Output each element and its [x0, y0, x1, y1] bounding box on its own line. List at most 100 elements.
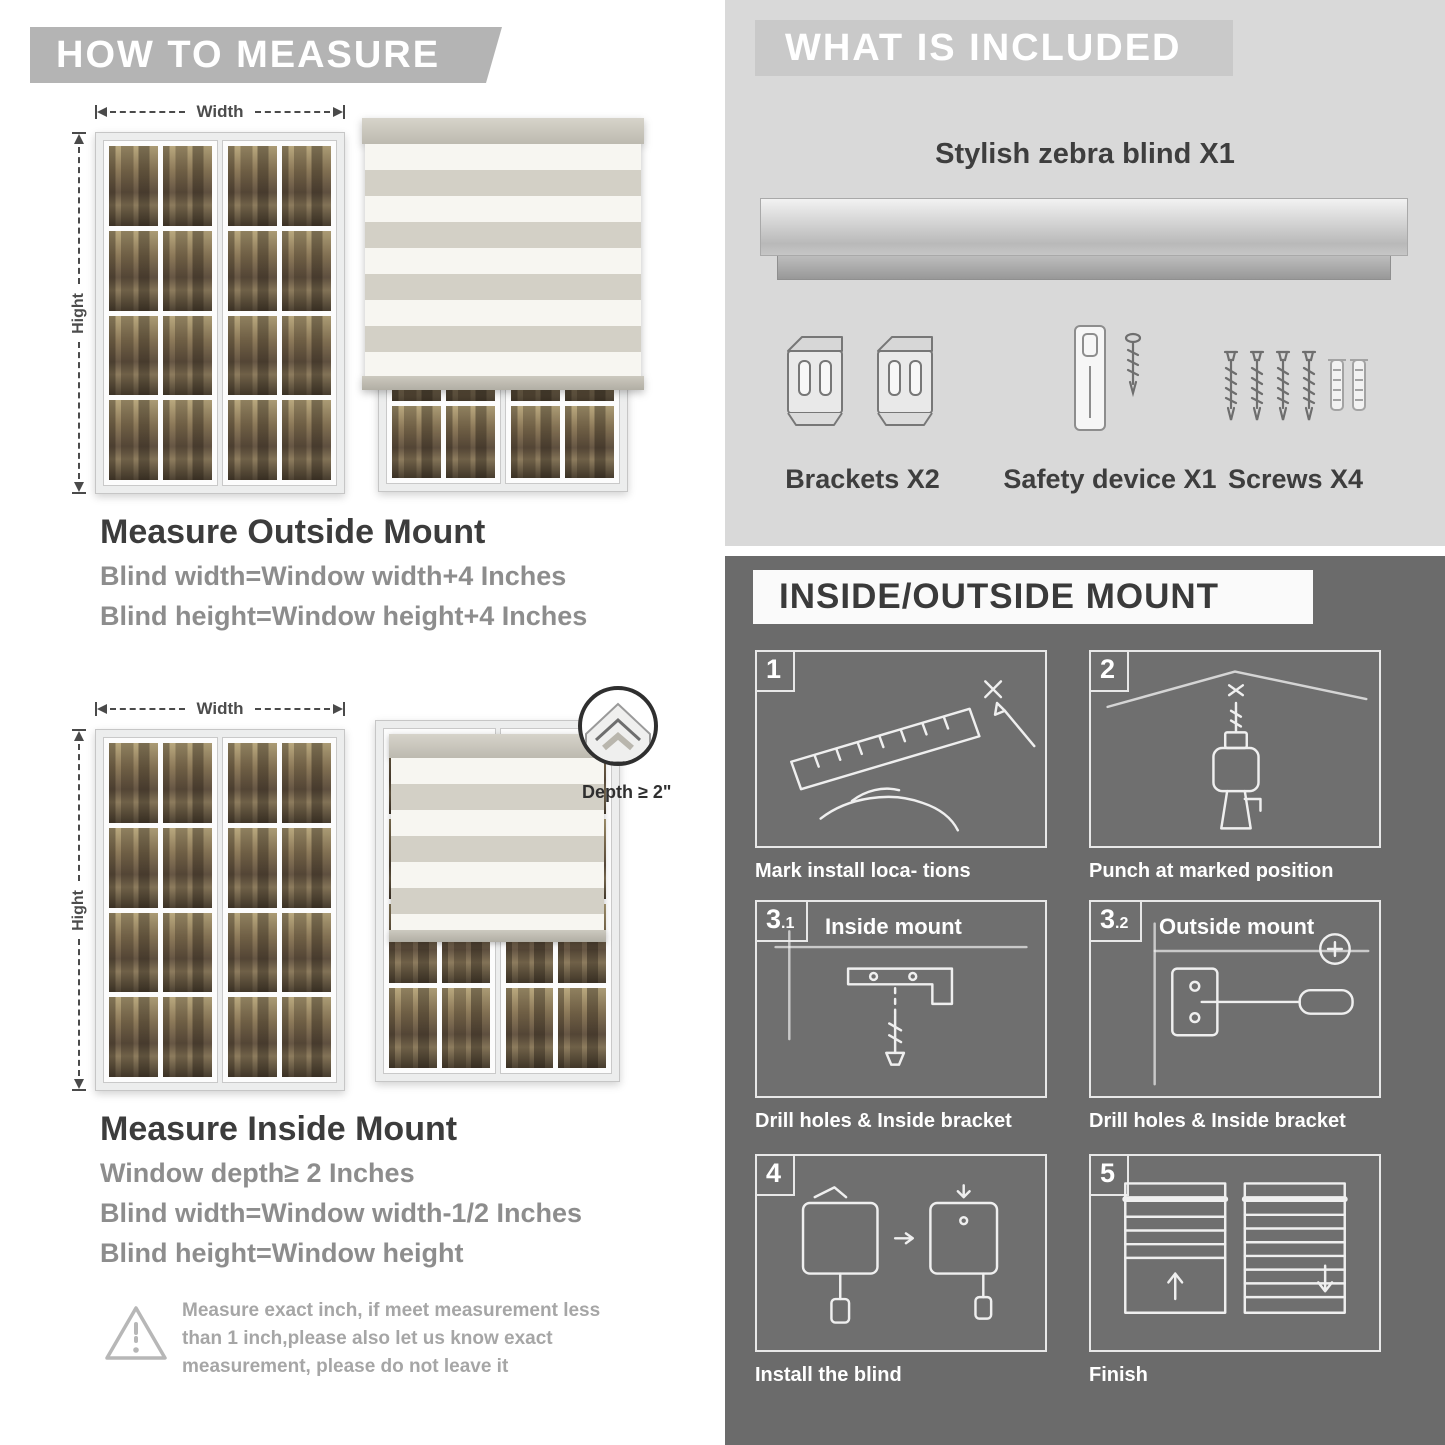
- window-pane: [282, 912, 331, 993]
- window-pane: [441, 988, 490, 1068]
- step-4-number: 4: [757, 1156, 796, 1196]
- width-label: Width: [196, 699, 244, 718]
- window-pane: [109, 743, 158, 823]
- safety-device-label: Safety device X1: [1003, 464, 1217, 494]
- step-3-1-panel: 3.1 Inside mount: [755, 900, 1047, 1098]
- outside-mount-heading: Measure Outside Mount: [100, 513, 486, 551]
- window-pane: [282, 230, 331, 311]
- step-4-panel: 4: [755, 1154, 1047, 1352]
- step-2-number: 2: [1091, 652, 1130, 692]
- brackets-label: Brackets X2: [785, 464, 940, 494]
- depth-label: Depth ≥ 2": [582, 782, 672, 802]
- mount-guide-title: INSIDE/OUTSIDE MOUNT: [779, 577, 1220, 616]
- height-label: Hight: [70, 292, 87, 334]
- inside-bracket-illustration: [774, 930, 1028, 1066]
- height-label: Hight: [70, 889, 87, 931]
- step-3-2-title: Outside mount: [1159, 914, 1315, 939]
- window-pane: [163, 400, 212, 480]
- how-to-measure-title: HOW TO MEASURE: [56, 33, 441, 76]
- step-3-1-caption: Drill holes & Inside bracket: [755, 1110, 1012, 1132]
- blind-valance: [389, 734, 606, 758]
- window-pane: [228, 230, 277, 311]
- step-3-2-panel: 3.2 Outside mount: [1089, 900, 1381, 1098]
- window-pane: [282, 400, 331, 480]
- step-1-panel: 1: [755, 650, 1047, 848]
- step-3-1-title: Inside mount: [825, 914, 962, 939]
- screws-label: Screws X4: [1227, 464, 1364, 494]
- step-2-caption: Punch at marked position: [1089, 860, 1334, 882]
- window-pane: [163, 146, 212, 226]
- zebra-stripes: [391, 758, 604, 930]
- window-pane: [228, 997, 277, 1077]
- window-pane: [109, 146, 158, 226]
- step-5-panel: 5: [1089, 1154, 1381, 1352]
- outside-mount-line-2: Blind height=Window height+4 Inches: [100, 601, 588, 631]
- inside-mount-line-3: Blind height=Window height: [100, 1238, 464, 1268]
- step-1: 1 Mark install loca- tions: [755, 650, 1047, 883]
- window-pane: [109, 912, 158, 993]
- warning-triangle-icon: [105, 1306, 167, 1360]
- inside-mount-blind-illustration: [375, 720, 620, 1082]
- window-sashes: [103, 140, 337, 486]
- measurement-warning-text: Measure exact inch, if meet measurement …: [182, 1300, 601, 1377]
- window-pane: [228, 146, 277, 226]
- window-pane: [109, 997, 158, 1077]
- what-is-included-banner: WHAT IS INCLUDED: [755, 20, 1233, 76]
- window-pane: [389, 988, 437, 1068]
- window-pane: [163, 997, 212, 1077]
- step-5-caption: Finish: [1089, 1364, 1148, 1386]
- window-corner-detail-icon: [585, 702, 651, 762]
- step-3-2: 3.2 Outside mount Drill holes & Inside b…: [1089, 900, 1381, 1133]
- outside-bracket-illustration: [1153, 922, 1370, 1086]
- what-is-included-section: WHAT IS INCLUDED Stylish zebra blind X1: [725, 0, 1445, 546]
- what-is-included-title: WHAT IS INCLUDED: [785, 26, 1182, 69]
- window-pane: [511, 405, 560, 478]
- outside-mount-blind-illustration: [362, 118, 644, 492]
- step-2: 2 Punch at marked position: [1089, 650, 1381, 883]
- window-pane: [228, 827, 277, 908]
- window-pane: [282, 997, 331, 1077]
- window-pane: [565, 405, 614, 478]
- finished-blinds-illustration: [1122, 1182, 1348, 1314]
- inside-mount-line-2: Blind width=Window width-1/2 Inches: [100, 1198, 583, 1228]
- inside-mount-heading: Measure Inside Mount: [100, 1110, 458, 1148]
- depth-detail-circle: [578, 686, 658, 766]
- window-pane: [109, 827, 158, 908]
- window-pane: [446, 405, 495, 478]
- step-3-1-number: 3.1: [757, 902, 809, 942]
- window-pane: [228, 912, 277, 993]
- install-blind-illustration: [801, 1184, 999, 1324]
- step-1-caption: Mark install loca- tions: [755, 860, 971, 882]
- window-photo: [95, 729, 345, 1091]
- brackets-icon: [787, 336, 933, 426]
- step-2-panel: 2: [1089, 650, 1381, 848]
- window-pane: [282, 315, 331, 396]
- step-3-2-caption: Drill holes & Inside bracket: [1089, 1110, 1346, 1132]
- window-pane: [163, 912, 212, 993]
- window-pane: [163, 827, 212, 908]
- height-measure-arrow: Hight: [70, 729, 88, 1091]
- window-pane: [228, 400, 277, 480]
- window-pane: [109, 230, 158, 311]
- zebra-blind-headrail: [760, 198, 1408, 256]
- window-pane: [109, 315, 158, 396]
- blind-bottom-rail: [389, 930, 606, 942]
- blind-item-label: Stylish zebra blind X1: [935, 138, 1235, 170]
- step-4-caption: Install the blind: [755, 1364, 902, 1386]
- step-4: 4 Install the blind: [755, 1154, 1047, 1387]
- safety-device-icon: [1074, 325, 1142, 431]
- step-3-2-number: 3.2: [1091, 902, 1143, 942]
- step-5: 5 Finish: [1089, 1154, 1381, 1387]
- inside-mount-line-1: Window depth≥ 2 Inches: [100, 1158, 415, 1188]
- zebra-blind-shade: [389, 734, 606, 942]
- window-pane: [505, 988, 554, 1068]
- step-1-number: 1: [757, 652, 796, 692]
- window-pane: [392, 405, 441, 478]
- blind-bottom-rail: [362, 376, 644, 390]
- height-measure-arrow: Hight: [70, 132, 88, 494]
- window-pane: [282, 827, 331, 908]
- outside-mount-line-1: Blind width=Window width+4 Inches: [100, 561, 567, 591]
- mount-guide-banner: INSIDE/OUTSIDE MOUNT: [753, 570, 1313, 624]
- window-pane: [163, 230, 212, 311]
- mount-guide-section: INSIDE/OUTSIDE MOUNT 1 Mark install loca…: [725, 556, 1445, 1445]
